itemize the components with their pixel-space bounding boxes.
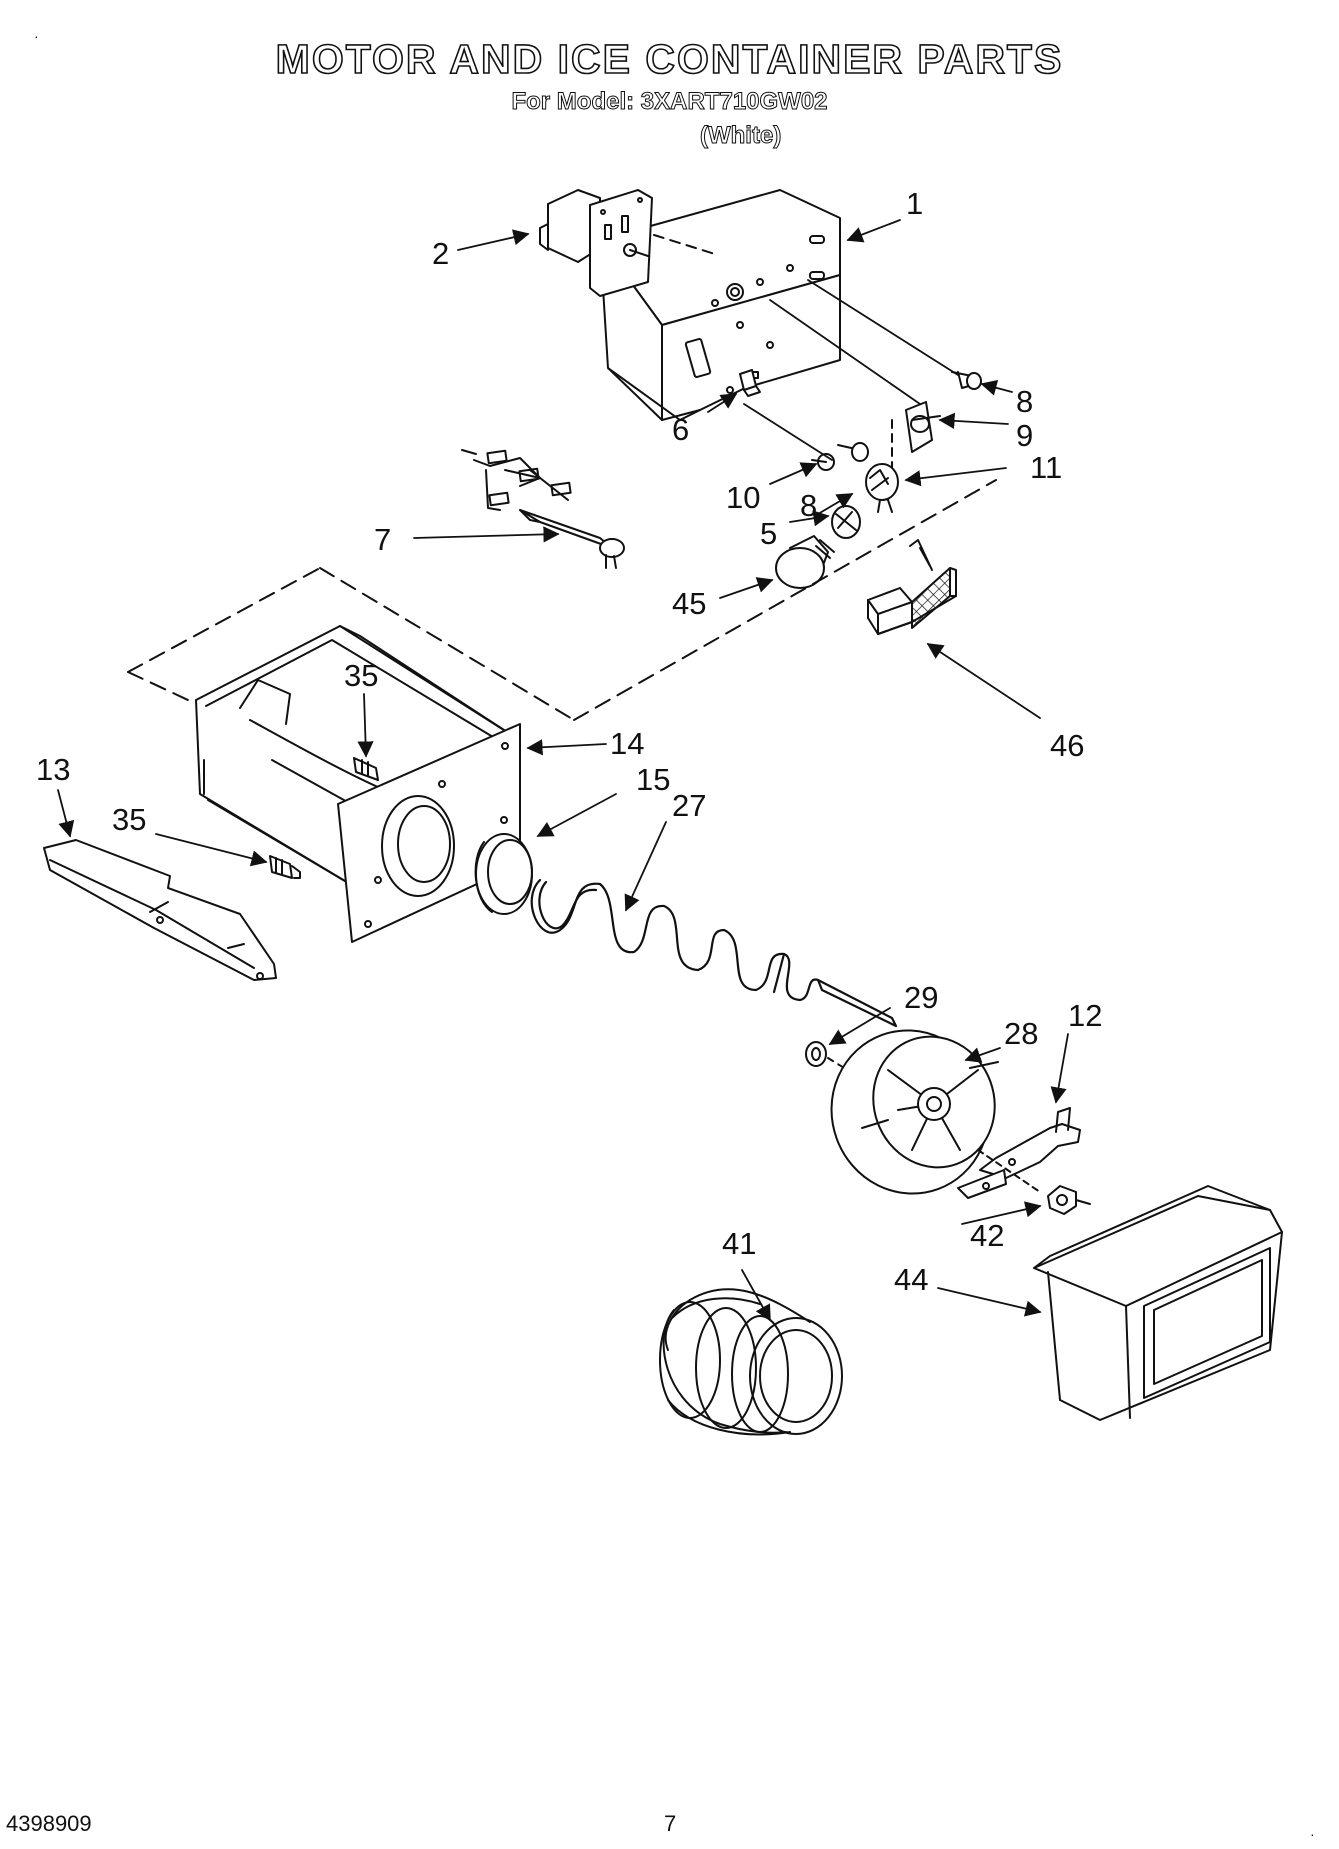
auger-bushing-part [474, 833, 533, 915]
leader-lines [57, 219, 1069, 1322]
crusher-housing-part [830, 1029, 999, 1195]
callout-8-lower: 8 [800, 488, 818, 523]
switch-part [739, 369, 761, 397]
callout-45: 45 [672, 586, 707, 621]
callout-11: 11 [1030, 450, 1063, 485]
callout-35-upper: 35 [344, 658, 379, 693]
callout-14: 14 [610, 726, 645, 761]
scan-speck: · [1310, 1826, 1315, 1842]
callout-8: 8 [1016, 384, 1034, 419]
scan-speck: · [34, 28, 39, 44]
front-cover-part [1033, 1185, 1283, 1421]
callout-46: 46 [1050, 728, 1085, 763]
wire-harness-part [461, 449, 625, 569]
assembly-dashed-outline [127, 479, 997, 721]
auger-spring-part [530, 878, 898, 1028]
document-number: 4398909 [6, 1811, 92, 1836]
model-line: For Model: 3XART710GW02 [511, 88, 828, 116]
callout-29: 29 [904, 980, 939, 1015]
light-bulb-part [775, 535, 835, 589]
ice-container-part [195, 625, 521, 943]
color-variant: (White) [699, 122, 782, 150]
callout-42: 42 [970, 1218, 1005, 1253]
callout-13: 13 [36, 752, 71, 787]
callout-41: 41 [722, 1226, 757, 1261]
lamp-cover-part [867, 539, 957, 635]
callout-5: 5 [760, 516, 778, 551]
callout-12: 12 [1068, 998, 1103, 1033]
lamp-socket-part [865, 463, 899, 513]
motor-part [539, 189, 653, 297]
crusher-bracket-part [957, 1107, 1081, 1199]
page-number: 7 [664, 1811, 677, 1836]
mounting-rail-part [43, 839, 277, 981]
screw-part [811, 442, 869, 471]
lamp-holder-part [831, 505, 861, 539]
callout-2: 2 [432, 236, 450, 271]
callout-6: 6 [672, 412, 690, 447]
callout-28: 28 [1004, 1016, 1039, 1051]
washer-part [805, 1041, 827, 1067]
dispenser-boot-part [659, 1288, 843, 1436]
callout-15: 15 [636, 762, 671, 797]
callout-27: 27 [672, 788, 707, 823]
callout-9: 9 [1016, 418, 1034, 453]
callout-7: 7 [374, 522, 392, 557]
nut-part [1047, 1185, 1091, 1215]
callout-44: 44 [894, 1262, 929, 1297]
callout-35-lower: 35 [112, 802, 147, 837]
callout-1: 1 [906, 186, 924, 221]
socket-bracket-part [905, 401, 941, 453]
page-title: MOTOR AND ICE CONTAINER PARTS [275, 35, 1064, 83]
screw-part [269, 855, 301, 879]
callout-10: 10 [726, 480, 761, 515]
